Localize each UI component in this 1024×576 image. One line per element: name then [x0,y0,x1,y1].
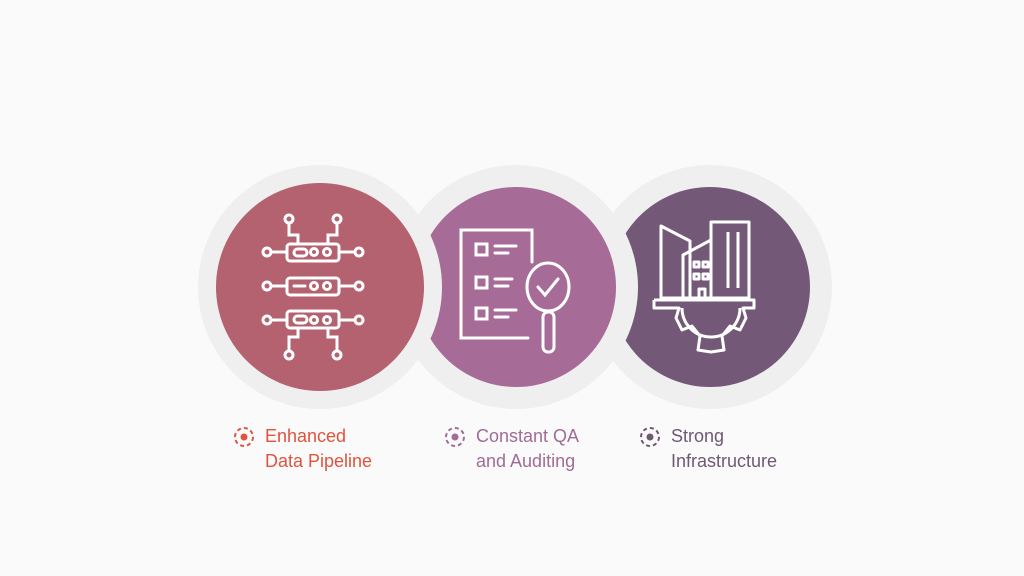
circle-1 [216,183,424,391]
server-network-icon [261,213,365,361]
target-bullet-icon [640,427,660,447]
label-enhanced-data-pipeline: Enhanced Data Pipeline [234,424,373,474]
label-line-2: Infrastructure [671,451,778,471]
label-line-2: Data Pipeline [265,451,373,471]
label-line-2: and Auditing [476,451,576,471]
label-line-1: Strong [671,426,725,446]
label-constant-qa: Constant QA and Auditing [445,424,580,474]
buildings-gear-icon [652,220,756,354]
target-bullet-icon [445,427,465,447]
target-bullet-icon [234,427,254,447]
checklist-magnifier-icon [459,228,571,354]
label-line-1: Constant QA [476,426,580,446]
label-strong-infrastructure: Strong Infrastructure [640,424,778,474]
circle-2 [416,187,616,387]
label-line-1: Enhanced [265,426,347,446]
